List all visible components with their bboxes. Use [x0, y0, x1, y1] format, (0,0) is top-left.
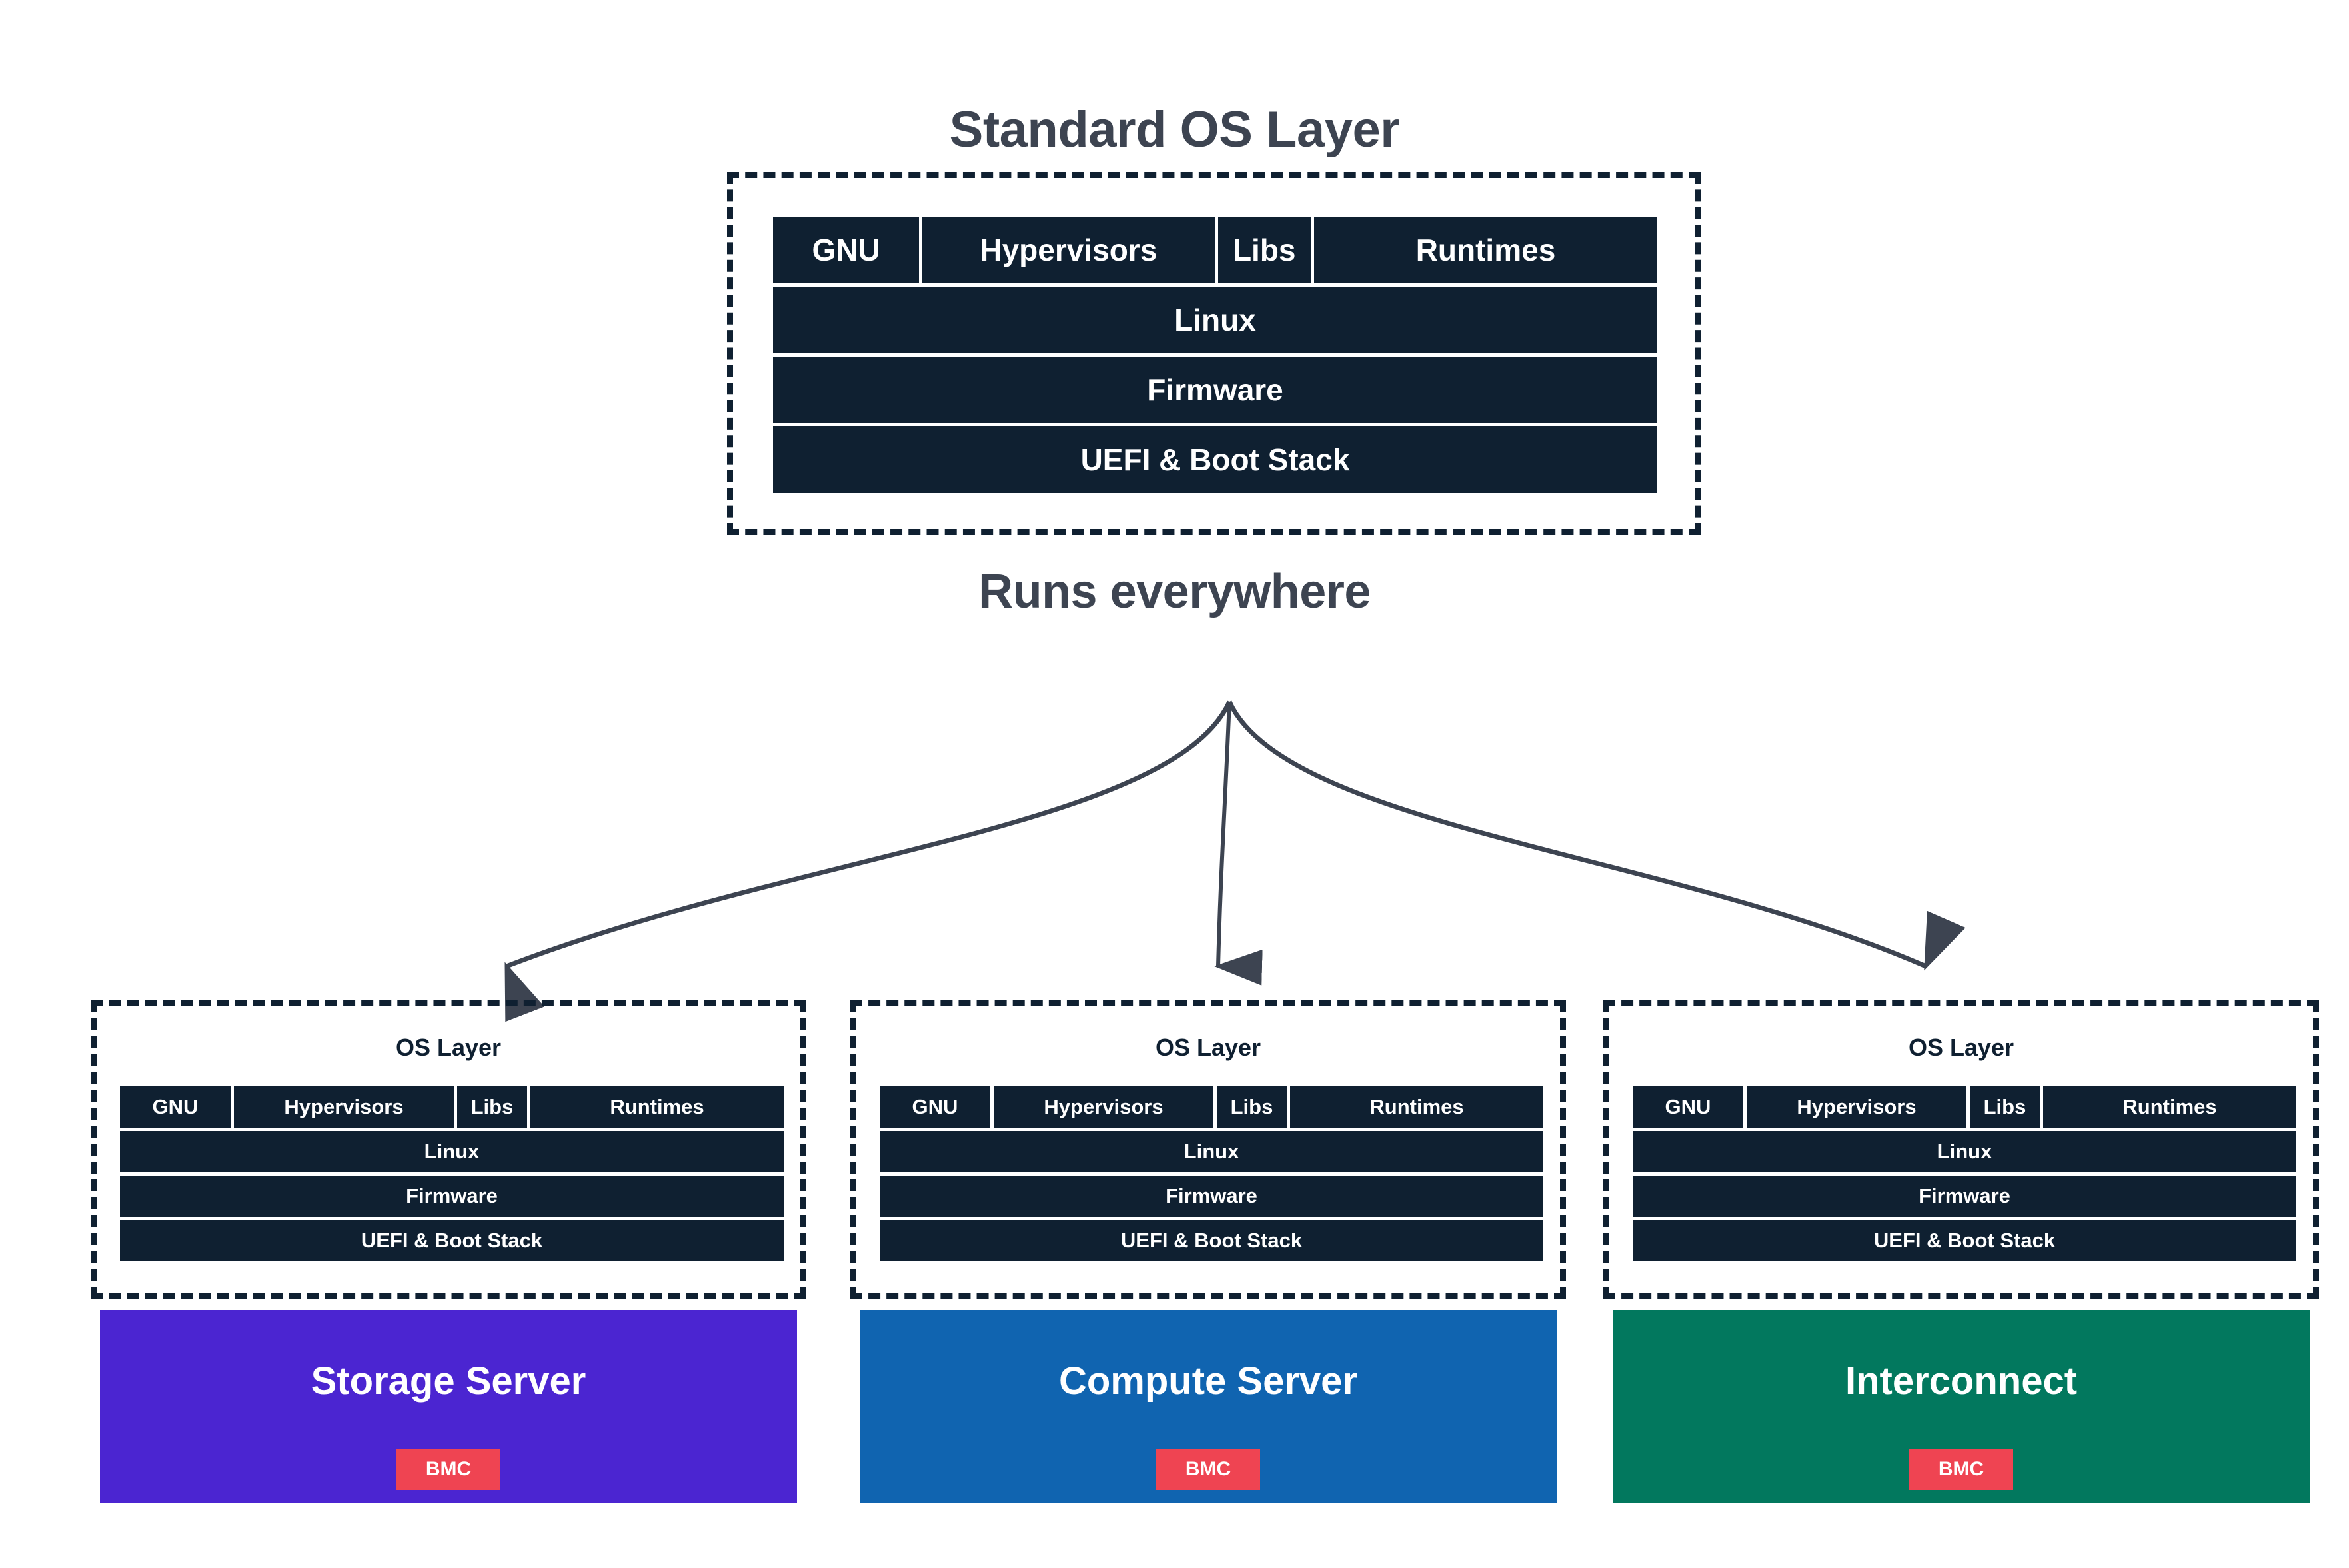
stack-row-uefi-boot-stack: UEFI & Boot Stack — [880, 1220, 1543, 1261]
stack-cell-runtimes: Runtimes — [1313, 217, 1657, 283]
stack-cell-hypervisors: Hypervisors — [922, 217, 1215, 283]
os-layer-stack-interconnect: GNU Hypervisors Libs Runtimes Linux Firm… — [1633, 1086, 2296, 1261]
arrow-to-storage — [504, 700, 1232, 1022]
stack-cell-runtimes: Runtimes — [1290, 1086, 1543, 1128]
page-title: Standard OS Layer — [949, 101, 1400, 158]
server-title-storage: Storage Server — [311, 1359, 586, 1403]
os-layer-label-compute: OS Layer — [1155, 1034, 1261, 1061]
server-block-storage: Storage Server BMC — [100, 1310, 797, 1503]
stack-cell-libs: Libs — [1970, 1086, 2040, 1128]
stack-row-firmware: Firmware — [120, 1176, 784, 1217]
bmc-badge-interconnect: BMC — [1909, 1449, 2014, 1490]
stack-cell-gnu: GNU — [1633, 1086, 1743, 1128]
server-block-interconnect: Interconnect BMC — [1613, 1310, 2310, 1503]
standard-os-layer-stack: GNU Hypervisors Libs Runtimes Linux Firm… — [773, 217, 1657, 493]
bmc-badge-storage: BMC — [396, 1449, 501, 1490]
os-layer-label-interconnect: OS Layer — [1908, 1034, 2014, 1061]
bmc-badge-compute: BMC — [1156, 1449, 1261, 1490]
os-layer-top-row: GNU Hypervisors Libs Runtimes — [880, 1086, 1543, 1128]
stack-cell-hypervisors: Hypervisors — [1747, 1086, 1966, 1128]
stack-row-linux: Linux — [773, 287, 1657, 353]
stack-row-firmware: Firmware — [1633, 1176, 2296, 1217]
os-layer-top-row: GNU Hypervisors Libs Runtimes — [1633, 1086, 2296, 1128]
stack-cell-gnu: GNU — [120, 1086, 231, 1128]
stack-cell-libs: Libs — [1217, 1086, 1287, 1128]
stack-row-linux: Linux — [1633, 1131, 2296, 1172]
server-block-compute: Compute Server BMC — [860, 1310, 1557, 1503]
server-title-interconnect: Interconnect — [1845, 1359, 2078, 1403]
runs-everywhere-label: Runs everywhere — [978, 565, 1371, 618]
os-layer-label-storage: OS Layer — [395, 1034, 502, 1061]
os-layer-top-row: GNU Hypervisors Libs Runtimes — [120, 1086, 784, 1128]
stack-cell-gnu: GNU — [773, 217, 920, 283]
stack-cell-hypervisors: Hypervisors — [234, 1086, 454, 1128]
os-layer-container-compute — [850, 1000, 1566, 1299]
arrow-to-compute — [1214, 701, 1263, 986]
stack-row-uefi-boot-stack: UEFI & Boot Stack — [1633, 1220, 2296, 1261]
stack-row-firmware: Firmware — [773, 357, 1657, 423]
os-layer-stack-storage: GNU Hypervisors Libs Runtimes Linux Firm… — [120, 1086, 784, 1261]
os-layer-container-storage — [91, 1000, 806, 1299]
standard-os-layer-container — [727, 172, 1701, 535]
os-layer-stack-compute: GNU Hypervisors Libs Runtimes Linux Firm… — [880, 1086, 1543, 1261]
stack-cell-hypervisors: Hypervisors — [994, 1086, 1213, 1128]
stack-row-uefi-boot-stack: UEFI & Boot Stack — [120, 1220, 784, 1261]
stack-cell-libs: Libs — [1217, 217, 1311, 283]
stack-row-linux: Linux — [880, 1131, 1543, 1172]
stack-cell-runtimes: Runtimes — [530, 1086, 784, 1128]
os-layer-container-interconnect — [1603, 1000, 2319, 1299]
server-title-compute: Compute Server — [1058, 1359, 1358, 1403]
os-layer-top-row: GNU Hypervisors Libs Runtimes — [773, 217, 1657, 283]
stack-row-firmware: Firmware — [880, 1176, 1543, 1217]
stack-cell-gnu: GNU — [880, 1086, 990, 1128]
arrow-to-interconnect — [1227, 700, 1966, 971]
stack-row-linux: Linux — [120, 1131, 784, 1172]
stack-cell-libs: Libs — [457, 1086, 527, 1128]
stack-row-uefi-boot-stack: UEFI & Boot Stack — [773, 426, 1657, 493]
stack-cell-runtimes: Runtimes — [2043, 1086, 2296, 1128]
